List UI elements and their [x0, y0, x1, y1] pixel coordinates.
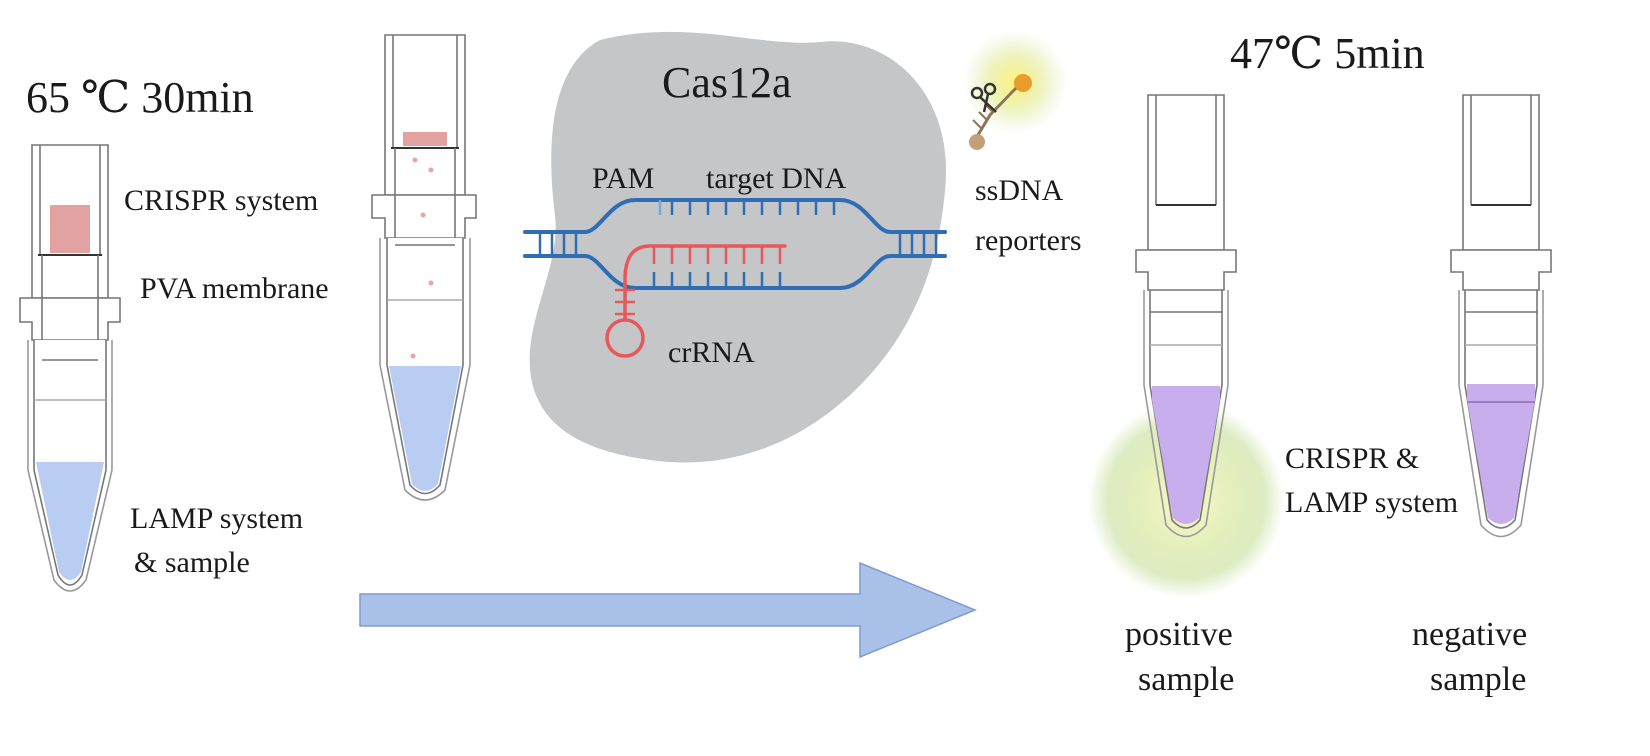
- reporters-label: reporters: [975, 224, 1082, 257]
- left-step-label: 65 ℃ 30min: [26, 73, 254, 122]
- crispr-remnant: [403, 132, 447, 146]
- negative-label-2: sample: [1430, 661, 1526, 698]
- lamp-liquid: [36, 462, 104, 580]
- reporter-icon: [969, 74, 1032, 150]
- dna-bottom-strand: [523, 254, 947, 290]
- scissors-icon: [970, 82, 997, 113]
- positive-label-1: positive: [1125, 616, 1233, 653]
- pva-membrane-label: PVA membrane: [140, 272, 329, 305]
- lamp-liquid-2: [389, 366, 461, 491]
- crrna: [605, 244, 787, 358]
- target-dna-label: target DNA: [706, 162, 847, 195]
- process-arrow: [359, 561, 977, 659]
- negative-liquid: [1467, 384, 1535, 524]
- dna-rungs: [538, 200, 938, 288]
- crrna-label: crRNA: [668, 336, 755, 369]
- crispr-layer: [50, 205, 90, 253]
- positive-tube: [1135, 94, 1237, 538]
- negative-label-1: negative: [1412, 616, 1527, 653]
- ssdna-label: ssDNA: [975, 174, 1064, 207]
- crispr-system-label: CRISPR system: [124, 184, 318, 217]
- negative-tube: [1450, 94, 1552, 538]
- middle-tube: [371, 34, 477, 501]
- crispr-droplets: [410, 157, 434, 359]
- left-tube: [19, 144, 121, 592]
- cas12a-label: Cas12a: [662, 58, 792, 107]
- mix-label-1: CRISPR &: [1285, 442, 1419, 475]
- positive-liquid: [1152, 386, 1220, 524]
- dna-duplex: [523, 198, 947, 290]
- lamp-system-label: LAMP system: [130, 502, 303, 535]
- crrna-teeth: [615, 246, 782, 316]
- dna-top-strand: [523, 198, 947, 234]
- pam-label: PAM: [592, 162, 654, 195]
- lamp-sample-label: & sample: [134, 546, 250, 579]
- positive-label-2: sample: [1138, 661, 1234, 698]
- right-step-label: 47℃ 5min: [1230, 29, 1425, 78]
- mix-label-2: LAMP system: [1285, 486, 1458, 519]
